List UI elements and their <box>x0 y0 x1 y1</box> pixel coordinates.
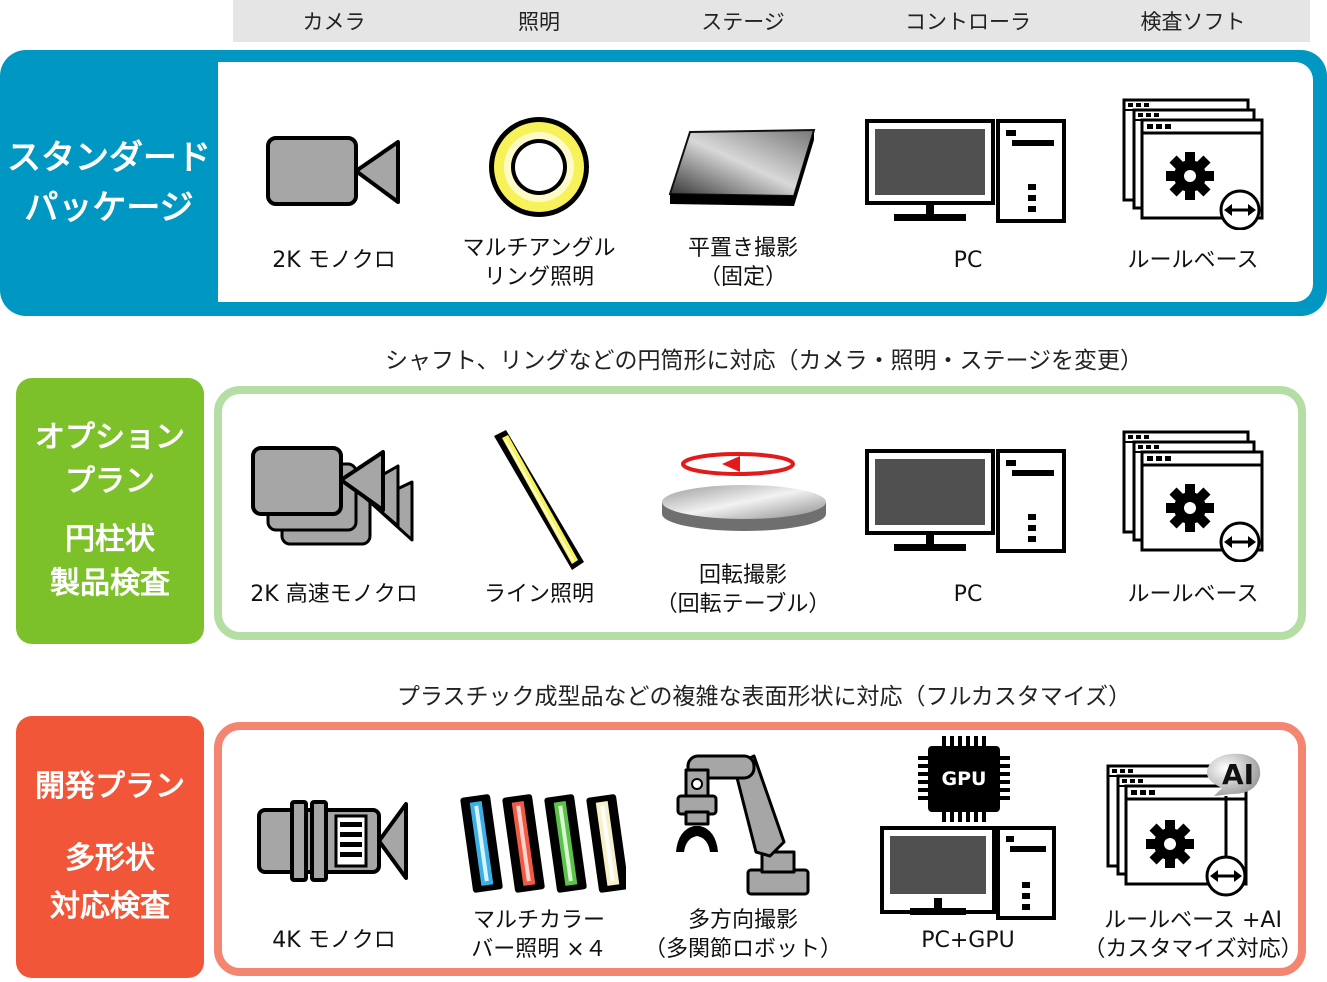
pc-icon <box>864 448 1070 556</box>
item-label-line: （回転テーブル） <box>655 592 831 617</box>
item-label-line: 平置き撮影 <box>687 236 798 261</box>
development-plan-caption: プラスチック成型品などの複雑な表面形状に対応（フルカスタマイズ） <box>396 684 1132 710</box>
option-label-line: プラン <box>65 464 155 499</box>
flat-stage-icon <box>666 126 818 212</box>
item-label: 平置き撮影 （固定） <box>613 234 873 292</box>
4k-camera-icon <box>256 798 410 886</box>
item-label: 2K モノクロ <box>272 248 396 273</box>
ai-badge-label: AI <box>1221 758 1255 791</box>
standard-label-line: パッケージ <box>24 188 194 228</box>
development-label-line: 開発プラン <box>35 769 185 804</box>
item-label: PC <box>953 248 983 273</box>
item-label: ルールベース +AI （カスタマイズ対応） <box>1063 906 1323 964</box>
column-header-camera: カメラ <box>302 10 366 34</box>
development-plan-label-box <box>16 716 204 978</box>
software-ai-icon <box>1104 752 1264 902</box>
item-label: PC <box>953 582 983 607</box>
option-label-line: 円柱状 <box>65 522 155 557</box>
development-plan-label: 開発プラン 多形状 対応検査 <box>16 716 204 978</box>
standard-plan-label: スタンダード パッケージ <box>0 50 218 316</box>
item-label-line: 多方向撮影 <box>687 908 798 933</box>
item-label: ライン照明 <box>483 582 594 607</box>
option-plan-label-box <box>16 378 204 644</box>
item-label-line: マルチカラー <box>472 908 605 933</box>
multi-camera-icon <box>250 444 416 552</box>
item-label: 4K モノクロ <box>272 928 396 953</box>
option-label-line: オプション <box>35 420 185 455</box>
item-label: マルチカラー バー照明 ×４ <box>409 906 669 964</box>
item-label: 多方向撮影 （多関節ロボット） <box>613 906 873 964</box>
item-label: ルールベース <box>1127 582 1259 607</box>
rotary-table-icon <box>660 450 828 534</box>
development-label-line: 対応検査 <box>50 889 170 924</box>
item-label-line: 回転撮影 <box>698 563 787 588</box>
column-header-lighting: 照明 <box>518 10 560 34</box>
option-label-line: 製品検査 <box>50 566 170 601</box>
item-label-line: （多関節ロボット） <box>643 937 842 962</box>
item-label: マルチアングル リング照明 <box>409 234 669 292</box>
pc-icon <box>864 118 1070 226</box>
item-label: PC+GPU <box>921 928 1015 953</box>
video-camera-icon <box>266 136 402 208</box>
item-label: ルールベース <box>1127 248 1259 273</box>
column-header-controller: コントローラ <box>905 10 1031 34</box>
item-label: 2K 高速モノクロ <box>250 582 418 607</box>
column-header-stage: ステージ <box>701 10 785 34</box>
item-label-line: （カスタマイズ対応） <box>1083 937 1303 962</box>
item-label: 回転撮影 （回転テーブル） <box>613 561 873 619</box>
ring-light-icon <box>484 112 594 222</box>
option-plan-label: オプション プラン 円柱状 製品検査 <box>16 378 204 644</box>
robot-arm-icon <box>670 752 814 902</box>
pc-gpu-icon <box>880 736 1056 922</box>
standard-label-line: スタンダード <box>7 138 211 178</box>
column-header-bar <box>233 0 1310 42</box>
item-label-line: ルールベース +AI <box>1104 908 1282 933</box>
software-window-icon <box>1120 430 1270 562</box>
item-label-line: （固定） <box>698 265 787 290</box>
line-light-icon <box>490 428 590 572</box>
item-label-line: マルチアングル <box>462 236 616 261</box>
item-label-line: バー照明 ×４ <box>471 937 607 962</box>
item-label-line: リング照明 <box>483 265 594 290</box>
software-window-icon <box>1120 98 1270 230</box>
column-header-software: 検査ソフト <box>1140 10 1246 34</box>
option-plan-caption: シャフト、リングなどの円筒形に対応（カメラ・照明・ステージを変更） <box>384 348 1144 374</box>
development-label-line: 多形状 <box>65 841 155 876</box>
color-bar-lights-icon <box>456 790 626 896</box>
gpu-chip-label: GPU <box>941 768 987 790</box>
